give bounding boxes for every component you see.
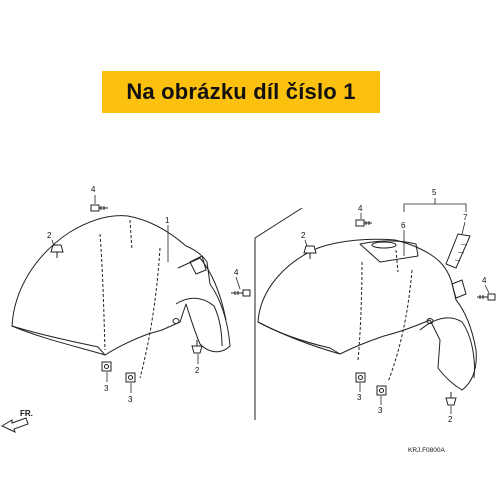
- right-crease-line: [395, 249, 399, 273]
- right-bolt-4-right: [477, 293, 496, 301]
- left-hardware: [50, 204, 251, 383]
- right-guide-line-b: [387, 269, 413, 383]
- left-leaders: [51, 195, 241, 393]
- callout-l2-side: 2: [47, 231, 52, 240]
- left-guide-line-b: [139, 247, 161, 379]
- callout-l1: 1: [165, 216, 170, 225]
- callout-r4-right: 4: [482, 276, 487, 285]
- left-screw-2-side: [50, 244, 64, 258]
- callout-r4-top: 4: [358, 204, 363, 213]
- right-nut-3-a: [355, 372, 366, 383]
- callout-l3-a: 3: [104, 384, 109, 393]
- callout-r2-bottom: 2: [448, 415, 453, 424]
- right-tab: [451, 279, 467, 299]
- right-leaders: [304, 198, 490, 414]
- left-bolt-4-top: [90, 204, 108, 212]
- left-nut-3-b: [125, 372, 136, 383]
- right-screw-2-side: [303, 245, 317, 259]
- callout-l3-b: 3: [128, 395, 133, 404]
- right-hardware: [303, 219, 496, 406]
- right-emblem-base: [371, 241, 397, 249]
- right-fender-outline: [257, 238, 477, 391]
- left-screw-2-bottom: [191, 340, 203, 354]
- front-direction-arrow: FR.: [0, 409, 33, 433]
- left-fender: [11, 215, 231, 379]
- left-mount-hole: [172, 318, 180, 324]
- divider-line: [254, 207, 303, 420]
- left-tab: [189, 255, 207, 275]
- callout-r3-b: 3: [378, 406, 383, 415]
- callout-l2-bottom: 2: [195, 366, 200, 375]
- right-decal-7: [445, 233, 471, 269]
- banner-text: Na obrázku díl číslo 1: [126, 79, 356, 104]
- right-bolt-4-top: [355, 219, 372, 227]
- callout-r6: 6: [401, 221, 406, 230]
- right-fender-stay: [419, 317, 475, 379]
- left-fender-stay: [175, 297, 223, 347]
- right-fender-top-ridge: [359, 240, 419, 263]
- drawing-code: KRJ.F0800A: [408, 447, 446, 454]
- right-screw-2-bottom: [445, 392, 457, 406]
- right-fender-lower-edge: [257, 321, 341, 355]
- direction-label: FR.: [20, 409, 33, 418]
- left-nut-3-a: [101, 361, 112, 372]
- right-guide-line-a: [357, 261, 363, 361]
- left-bolt-4-right: [231, 289, 251, 297]
- title-banner: Na obrázku díl číslo 1: [102, 71, 380, 113]
- callout-l4-top: 4: [91, 185, 96, 194]
- left-fender-lower-edge: [11, 325, 106, 356]
- callout-r5: 5: [432, 188, 437, 197]
- left-guide-line-a: [99, 233, 106, 351]
- callout-l4-right: 4: [234, 268, 239, 277]
- callout-r7: 7: [463, 213, 468, 222]
- left-fender-outline: [11, 215, 231, 356]
- arrow-icon: [0, 417, 29, 433]
- right-mount-hole: [426, 318, 434, 324]
- callout-r2-side: 2: [301, 231, 306, 240]
- right-nut-3-b: [376, 385, 387, 396]
- callout-r3-a: 3: [357, 393, 362, 402]
- left-fender-bracket: [177, 257, 227, 321]
- left-crease-line: [129, 219, 133, 251]
- right-fender: [257, 238, 477, 391]
